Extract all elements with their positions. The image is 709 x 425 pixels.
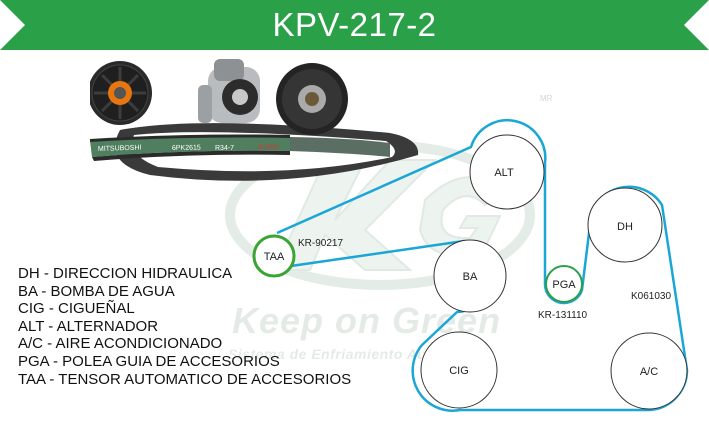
pulley-dh <box>587 187 663 263</box>
pulley-alt <box>469 134 545 210</box>
legend-item-ba: BA - BOMBA DE AGUA <box>18 282 175 300</box>
product-photo: MITSUBOSHI 6PK2615 R34-7 N12063 <box>90 59 419 181</box>
belt-code-print-3: N12063 <box>258 145 280 151</box>
pulley-ac <box>610 332 688 410</box>
pulley-pga <box>545 265 583 303</box>
pulley-label-taa: TAA <box>264 251 285 263</box>
belt-code-print-1: 6PK2615 <box>172 144 201 152</box>
abbreviation-legend: DH - DIRECCION HIDRAULICA BA - BOMBA DE … <box>18 265 351 388</box>
pulley-label-alt: ALT <box>494 167 514 179</box>
pulley-label-ba: BA <box>463 271 478 283</box>
legend-item-alt: ALT - ALTERNADOR <box>18 317 159 335</box>
legend-item-dh: DH - DIRECCION HIDRAULICA <box>18 265 233 282</box>
title-banner <box>0 0 709 50</box>
pulley-label-dh: DH <box>617 221 633 233</box>
pulley-taa <box>252 234 296 278</box>
grooved-pulley-illustration <box>276 63 348 135</box>
belt-brand-print: MITSUBOSHI <box>98 144 142 153</box>
part-number-taa: KR-90217 <box>298 238 343 249</box>
watermark-mark: MR <box>540 94 553 103</box>
belt-code-print-2: R34-7 <box>215 145 234 152</box>
legend-item-ac: A/C - AIRE ACONDICIONADO <box>18 335 223 353</box>
legend-item-cig: CIG - CIGUEÑAL <box>18 300 135 318</box>
pulley-ba <box>433 239 507 313</box>
legend-item-pga: PGA - POLEA GUIA DE ACCESORIOS <box>18 352 280 370</box>
watermark-subtitle: Sistema de Enfriamiento Automotriz <box>228 346 486 362</box>
pulley-label-cig: CIG <box>449 365 469 377</box>
part-number-pga: KR-131110 <box>538 310 588 321</box>
tensioner-illustration <box>198 59 260 123</box>
pulley-label-ac: A/C <box>640 366 658 378</box>
kit-title: KPV-217-2 <box>272 6 437 43</box>
idler-pulley-illustration <box>90 61 152 125</box>
pulley-label-pga: PGA <box>552 279 576 291</box>
legend-item-taa: TAA - TENSOR AUTOMATICO DE ACCESORIOS <box>18 370 352 388</box>
pulley-cig <box>420 331 498 409</box>
part-number-dh: K061030 <box>631 291 671 302</box>
belt-illustration <box>90 123 419 181</box>
